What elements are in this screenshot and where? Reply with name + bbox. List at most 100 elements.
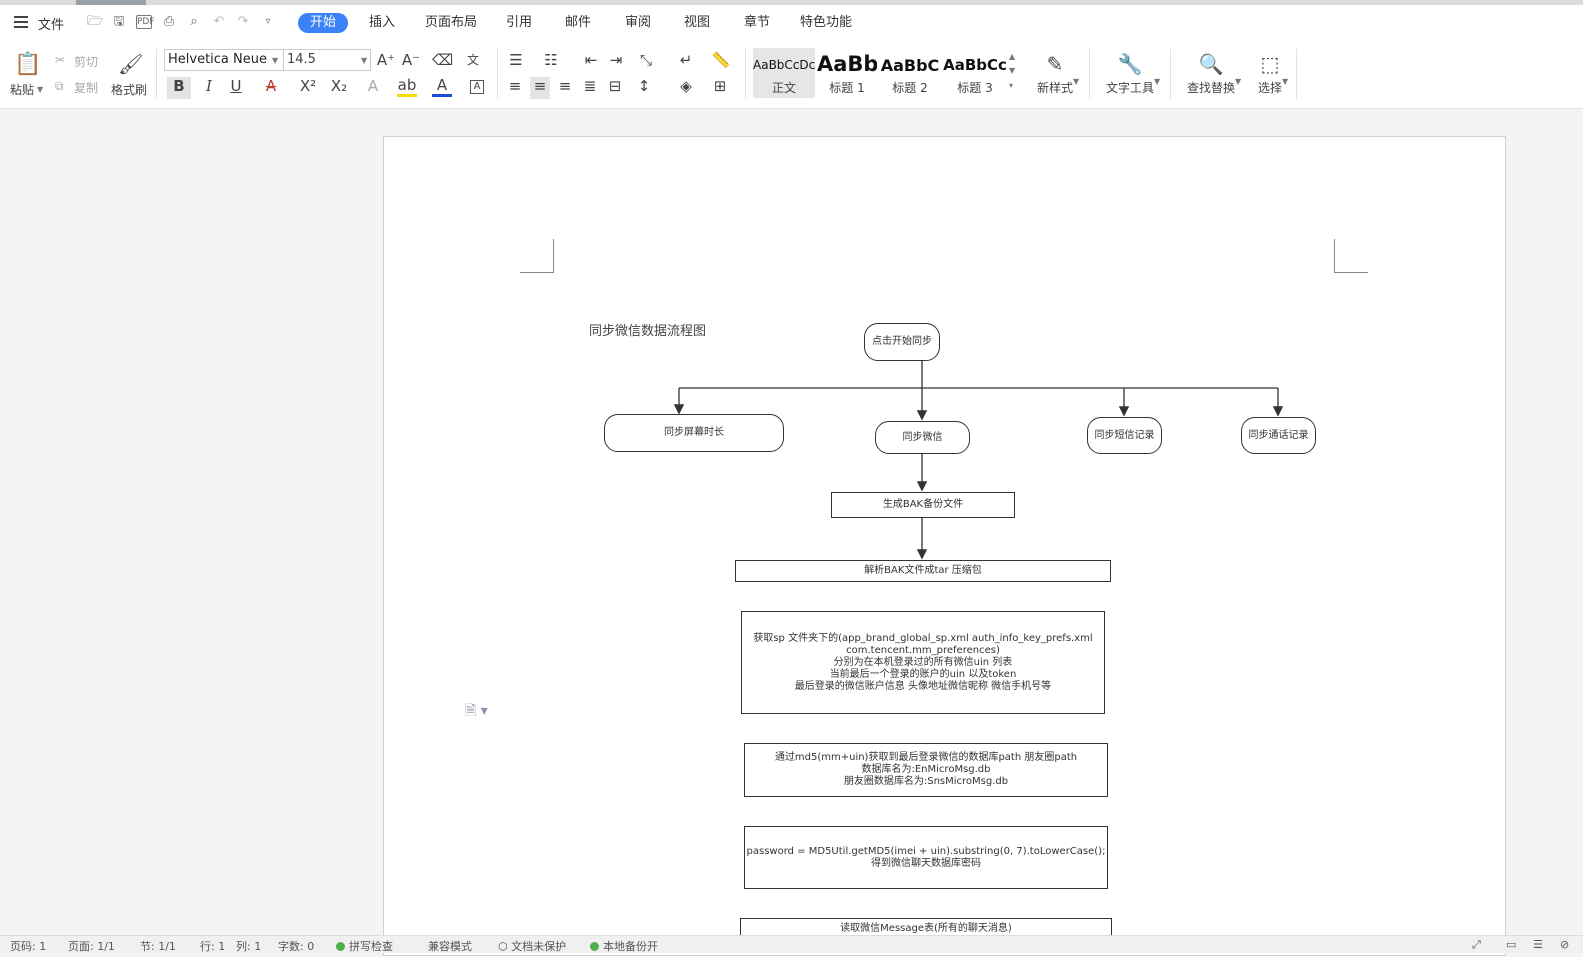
style-heading-3[interactable]: AaBbCc 标题 3 [943, 48, 1007, 98]
tab-home[interactable]: 开始 [298, 13, 349, 33]
flow-start-node[interactable]: 点击开始同步 [864, 323, 940, 361]
cut-icon[interactable]: ✂ [55, 53, 66, 67]
tab-review[interactable]: 审阅 [625, 15, 652, 30]
print-preview-icon[interactable]: ⌕ [190, 14, 198, 29]
page-view-icon[interactable]: ▭ [1506, 938, 1517, 951]
font-color-icon[interactable]: A [432, 77, 452, 97]
shading-icon[interactable]: ◈ [680, 77, 692, 95]
tab-chapter[interactable]: 章节 [744, 15, 771, 30]
bold-icon[interactable]: B [167, 77, 191, 99]
flow-password-node[interactable]: password = MD5Util.getMD5(imei + uin).su… [744, 826, 1108, 889]
status-page-number[interactable]: 页码: 1 [10, 940, 47, 953]
flow-wechat-node[interactable]: 同步微信 [875, 421, 970, 454]
tab-special-features[interactable]: 特色功能 [800, 15, 853, 30]
flow-md5-line: 朋友圈数据库名为:SnsMicroMsg.db [843, 776, 1009, 787]
highlight-icon[interactable]: ab [397, 77, 417, 97]
document-page[interactable]: 同步微信数据流程图 点击开始同步 同步屏幕时长 同步微信 同步短信记录 同步通话… [383, 136, 1506, 956]
style-label: 标题 2 [892, 81, 928, 95]
status-local-backup[interactable]: 本地备份开 [590, 938, 658, 954]
select-button[interactable]: ⬚ 选择 ▼ [1250, 51, 1290, 96]
styles-expand-icon[interactable]: ▾ [1009, 81, 1014, 90]
ruler-icon[interactable]: 📏 [711, 51, 731, 69]
outline-view-icon[interactable]: ☰ [1533, 938, 1543, 951]
status-document-protection[interactable]: ⬡ 文档未保护 [498, 940, 567, 953]
paste-button[interactable]: 粘贴 [10, 83, 35, 97]
justify-icon[interactable]: ≣ [583, 77, 597, 95]
save-icon[interactable]: 🖫 [113, 14, 125, 29]
undo-icon[interactable]: ↶ [213, 14, 225, 29]
cut-button[interactable]: 剪切 [74, 55, 99, 69]
superscript-icon[interactable]: X² [299, 77, 317, 95]
style-preview: AaBbCc [943, 56, 1007, 74]
underline-icon[interactable]: U [230, 77, 242, 95]
bullet-list-icon[interactable]: ☰ [509, 51, 523, 69]
strikethrough-icon[interactable]: A [265, 77, 277, 95]
style-heading-1[interactable]: AaBb( 标题 1 [817, 48, 877, 98]
line-break-icon[interactable]: ↵ [679, 51, 693, 69]
flow-screen-time-node[interactable]: 同步屏幕时长 [604, 414, 784, 452]
clear-format-icon[interactable]: ⌫ [432, 51, 454, 69]
redo-icon[interactable]: ↷ [237, 14, 249, 29]
numbered-list-icon[interactable]: ☷ [544, 51, 558, 69]
text-effect-icon[interactable]: A [367, 77, 379, 95]
align-center-icon[interactable]: ≡ [530, 77, 550, 99]
hamburger-menu-icon[interactable] [14, 16, 28, 28]
flow-bak-node[interactable]: 生成BAK备份文件 [831, 492, 1015, 518]
text-tools-button[interactable]: 🔧 文字工具 ▼ [1099, 51, 1161, 96]
customize-toolbar-icon[interactable]: ▿ [265, 16, 271, 27]
text-direction-icon[interactable]: ⤡ [639, 51, 652, 69]
distributed-align-icon[interactable]: ⊟ [608, 77, 622, 95]
character-border-icon[interactable]: A [470, 80, 484, 94]
tab-view[interactable]: 视图 [684, 15, 711, 30]
increase-indent-icon[interactable]: ⇥ [609, 51, 623, 69]
flow-md5-node[interactable]: 通过md5(mm+uin)获取到最后登录微信的数据库path 朋友圈path 数… [744, 743, 1108, 797]
paste-icon[interactable]: 📋 [14, 52, 42, 77]
fullscreen-icon[interactable]: ⤢ [1472, 938, 1481, 951]
styles-scroll-up-icon[interactable]: ▲ [1009, 52, 1016, 61]
style-normal[interactable]: AaBbCcDc 正文 [753, 48, 815, 98]
find-replace-button[interactable]: 🔍 查找替换 ▼ [1180, 51, 1242, 96]
tab-mail[interactable]: 邮件 [565, 15, 592, 30]
italic-icon[interactable]: I [206, 77, 212, 95]
flow-parse-node[interactable]: 解析BAK文件成tar 压缩包 [735, 560, 1111, 582]
style-heading-2[interactable]: AaBbC 标题 2 [879, 48, 941, 98]
font-name-select[interactable]: Helvetica Neue [164, 49, 284, 71]
align-right-icon[interactable]: ≡ [558, 77, 572, 95]
status-row: 行: 1 [200, 940, 226, 953]
font-name-dropdown-icon[interactable]: ▼ [272, 56, 279, 65]
format-painter-icon[interactable]: 🖌 [118, 52, 144, 76]
subscript-icon[interactable]: X₂ [330, 77, 348, 95]
spell-check-label: 拼写检查 [349, 940, 393, 953]
status-spell-check[interactable]: 拼写检查 [336, 938, 393, 954]
phonetic-guide-icon[interactable]: 文 [466, 53, 479, 67]
flow-sms-node[interactable]: 同步短信记录 [1087, 417, 1162, 454]
paste-dropdown-icon[interactable]: ▼ [37, 85, 44, 94]
shrink-font-icon[interactable]: A⁻ [401, 51, 421, 69]
copy-button[interactable]: 复制 [74, 81, 99, 95]
flow-sp-node[interactable]: 获取sp 文件夹下的(app_brand_global_sp.xml auth_… [741, 611, 1105, 714]
web-view-icon[interactable]: ⊘ [1560, 938, 1570, 951]
status-word-count[interactable]: 字数: 0 [278, 940, 315, 953]
font-size-select[interactable]: 14.5 [283, 49, 371, 71]
grow-font-icon[interactable]: A⁺ [376, 51, 396, 69]
font-size-dropdown-icon[interactable]: ▼ [361, 56, 368, 65]
export-pdf-icon[interactable]: PDF [136, 15, 155, 29]
print-icon[interactable]: ⎙ [163, 14, 175, 29]
flow-calls-node[interactable]: 同步通话记录 [1241, 417, 1316, 454]
format-painter-button[interactable]: 格式刷 [111, 83, 148, 97]
styles-scroll-down-icon[interactable]: ▼ [1009, 66, 1016, 75]
decrease-indent-icon[interactable]: ⇤ [584, 51, 598, 69]
tab-insert[interactable]: 插入 [369, 15, 396, 30]
copy-icon[interactable]: ⧉ [55, 79, 64, 93]
line-spacing-icon[interactable]: ↕ [637, 77, 651, 95]
tab-references[interactable]: 引用 [506, 15, 533, 30]
tab-page-layout[interactable]: 页面布局 [425, 15, 478, 30]
document-title[interactable]: 同步微信数据流程图 [589, 324, 707, 339]
document-navigation-icon[interactable]: 🗎 ▾ [465, 703, 488, 719]
status-pages[interactable]: 页面: 1/1 [68, 940, 115, 953]
align-left-icon[interactable]: ≡ [508, 77, 522, 95]
open-folder-icon[interactable]: 🗁 [87, 14, 104, 29]
file-menu[interactable]: 文件 [38, 18, 65, 33]
new-style-button[interactable]: ✎ 新样式 ▼ [1030, 51, 1080, 96]
borders-icon[interactable]: ⊞ [713, 77, 727, 95]
